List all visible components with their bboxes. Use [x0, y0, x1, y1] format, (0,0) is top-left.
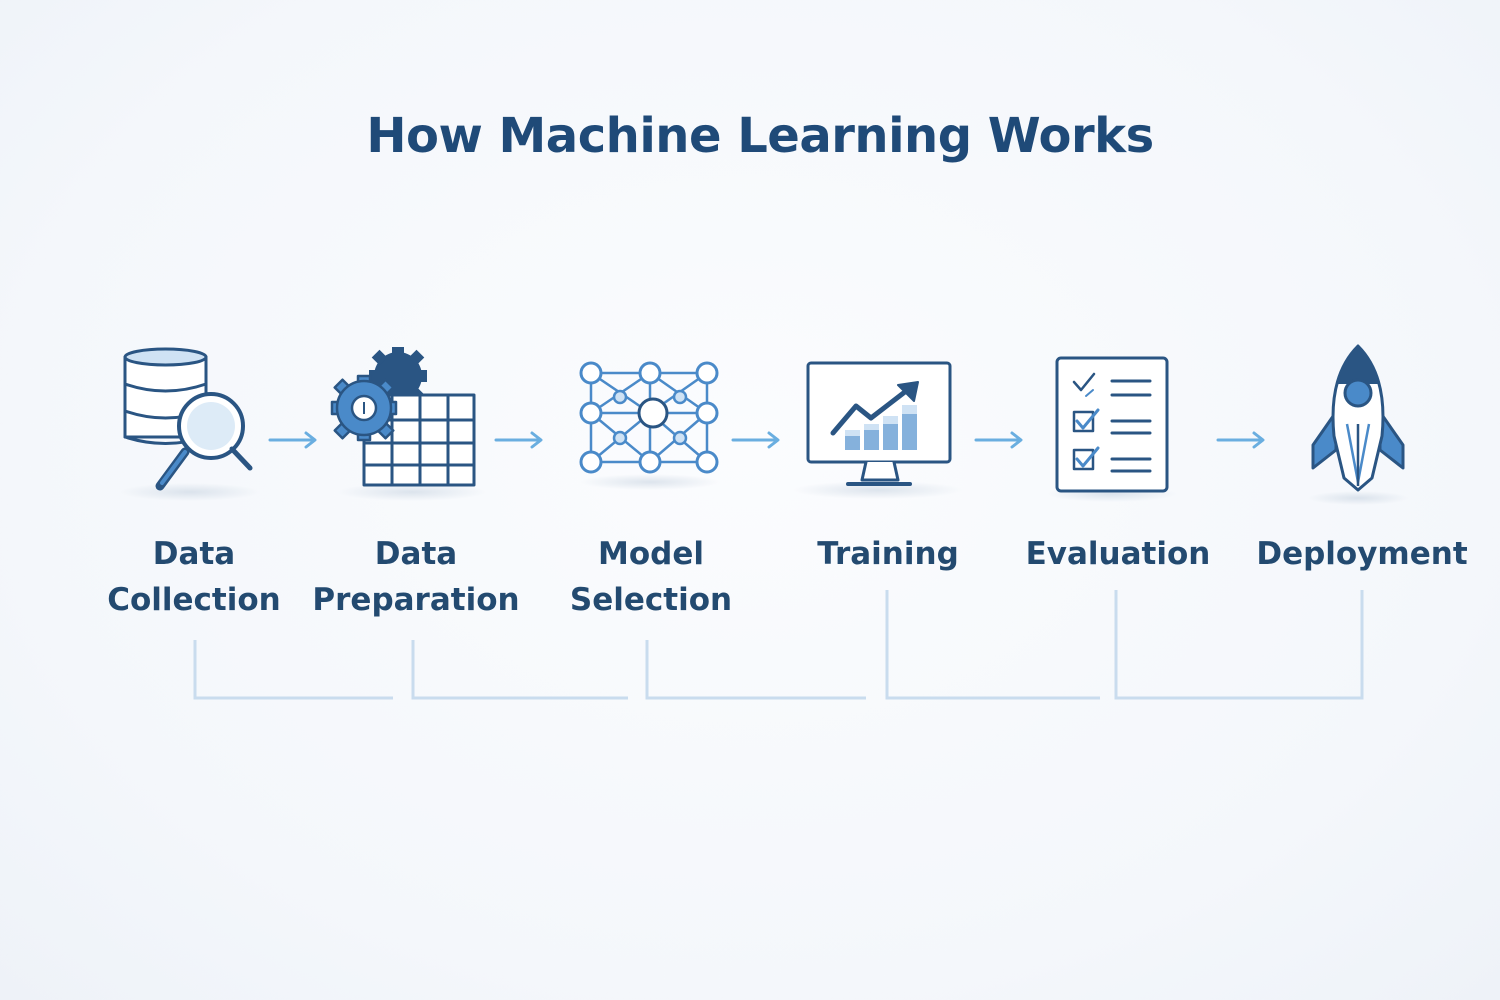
connector-line-3 [645, 640, 866, 700]
gear-grid-icon [330, 347, 487, 501]
arrow-1 [268, 431, 317, 449]
step-label-line: Preparation [312, 582, 520, 618]
checklist-icon [1047, 356, 1177, 502]
step-label-line: Data [152, 536, 236, 572]
bottom-connector-lines [193, 590, 1364, 700]
step-label-line: Evaluation [1025, 536, 1211, 572]
arrow-5 [1216, 431, 1265, 449]
step-label-evaluation: Evaluation [998, 531, 1238, 577]
step-label-line: Selection [569, 582, 733, 618]
arrow-3 [731, 431, 780, 449]
page-title: How Machine Learning Works [366, 108, 1154, 164]
step-label-data-collection: Data Collection [74, 531, 314, 623]
connector-line-2 [411, 640, 628, 700]
step-label-line: Data [374, 536, 458, 572]
monitor-chart-icon [793, 361, 963, 499]
step-label-line: Training [817, 536, 959, 572]
step-label-training: Training [768, 531, 1008, 577]
arrow-2 [494, 431, 543, 449]
step-label-model-selection: Model Selection [531, 531, 771, 623]
step-label-line: Model [598, 536, 704, 572]
connector-line-5 [1114, 590, 1364, 700]
flow-arrows [268, 431, 1265, 449]
database-search-icon [120, 347, 260, 501]
step-label-data-preparation: Data Preparation [296, 531, 536, 623]
rocket-icon [1308, 344, 1408, 505]
step-label-line: Collection [107, 582, 281, 618]
network-graph-icon [579, 361, 720, 490]
connector-line-1 [193, 640, 393, 700]
step-label-line: Deployment [1256, 536, 1468, 572]
arrow-4 [974, 431, 1023, 449]
step-label-deployment: Deployment [1242, 531, 1482, 577]
connector-line-4 [885, 590, 1100, 700]
